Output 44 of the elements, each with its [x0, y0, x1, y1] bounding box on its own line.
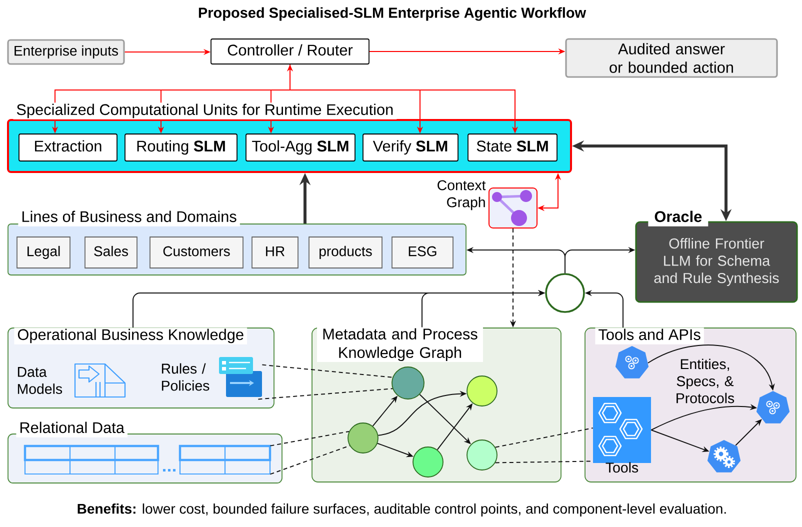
- panel-heading: Metadata and Process Knowledge Graph: [317, 327, 483, 362]
- panel-heading: Tools and APIs: [595, 328, 704, 344]
- unit-box: State SLM: [468, 134, 558, 162]
- graph-node-circle: [412, 446, 444, 478]
- table-icon: [24, 444, 272, 475]
- junction-circle: [545, 273, 585, 313]
- box-heading: Oracle: [648, 210, 708, 226]
- heptagon-icon: [756, 391, 790, 424]
- graph-node-circle: [392, 366, 424, 400]
- graph-node-circle: [348, 422, 378, 454]
- graph-node-circle: [466, 376, 498, 406]
- dashed-line: [262, 364, 394, 378]
- dashed-line: [494, 460, 594, 464]
- unit-box: Routing SLM: [124, 134, 238, 162]
- domain-box: Legal: [16, 236, 70, 268]
- domain-box: Customers: [150, 236, 244, 268]
- gear-icon: [707, 440, 741, 472]
- domain-box: Sales: [84, 236, 138, 268]
- icon-label: Context Graph: [438, 180, 486, 210]
- heptagon-icon: [615, 346, 649, 378]
- panel-heading: Lines of Business and Domains: [18, 210, 240, 226]
- domain-box: products: [308, 236, 382, 268]
- domain-box: ESG: [392, 236, 454, 268]
- icon-label: Rules / Policies: [162, 363, 210, 391]
- dashed-line: [494, 428, 594, 448]
- unit-box: Tool-Agg SLM: [246, 134, 356, 162]
- domain-box: HR: [252, 236, 298, 268]
- graph-node-circle: [466, 440, 498, 470]
- output-box: Audited answer or bounded action: [565, 38, 778, 78]
- input-box: Enterprise inputs: [7, 39, 125, 65]
- arrow: [735, 419, 762, 446]
- edge-label: Entities, Specs, & Protocols: [674, 358, 736, 404]
- diagram-title: Proposed Specialised-SLM Enterprise Agentic Workflow: [198, 7, 586, 21]
- llm-box: Offline Frontier LLM for Schema and Rule Synthesis: [635, 221, 798, 303]
- dashed-line: [270, 430, 350, 446]
- panel-heading: Operational Business Knowledge: [14, 328, 248, 344]
- panel-heading: Relational Data: [16, 420, 128, 438]
- panel-heading: Specialized Computational Units for Runtime Execution: [13, 102, 397, 120]
- unit-box: Extraction: [18, 134, 118, 162]
- caption: Benefits: lower cost, bounded failure surfaces, auditable control points, and component-level evaluation.: [78, 503, 726, 517]
- router-box: Controller / Router: [210, 38, 370, 64]
- icon-label: Data Models: [18, 367, 62, 394]
- icon-label: Tools: [606, 462, 638, 473]
- unit-box: Verify SLM: [362, 134, 458, 162]
